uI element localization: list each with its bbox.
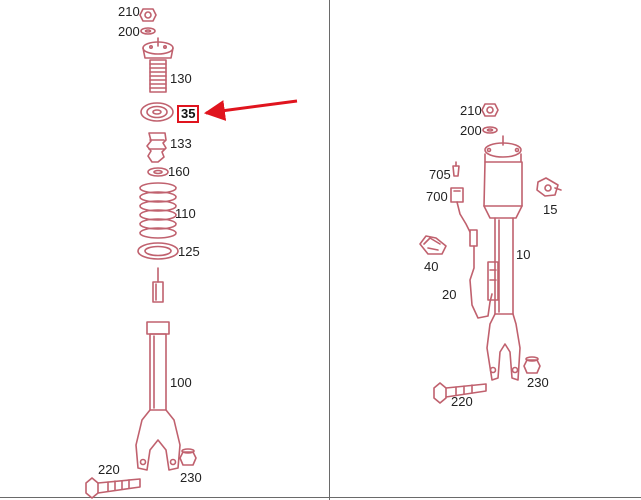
nut-210-left — [139, 8, 157, 22]
nut-210-right — [481, 103, 499, 117]
nut-230-left — [179, 448, 197, 466]
label-700: 700 — [426, 189, 448, 204]
nut-230-right — [523, 356, 541, 374]
label-705: 705 — [429, 167, 451, 182]
frame-bottom-line — [0, 497, 641, 498]
coil-spring-110 — [139, 182, 177, 239]
cable-20 — [469, 229, 499, 319]
spring-seat-125 — [137, 242, 179, 260]
label-220-right: 220 — [451, 394, 473, 409]
label-130: 130 — [170, 71, 192, 86]
label-200-right: 200 — [460, 123, 482, 138]
air-strut-10 — [483, 135, 523, 381]
label-15: 15 — [543, 202, 558, 217]
sensor-700 — [450, 187, 471, 233]
washer-200-left — [140, 27, 156, 35]
bolt-220-right — [433, 382, 487, 404]
washer-200-right — [482, 126, 498, 134]
strut-mount-130 — [142, 37, 174, 93]
clip-40 — [419, 235, 447, 255]
label-100: 100 — [170, 375, 192, 390]
label-160: 160 — [168, 164, 190, 179]
spring-pad-160 — [147, 167, 169, 177]
highlight-arrow — [203, 99, 298, 121]
bump-stop-133 — [146, 132, 167, 163]
label-230-left: 230 — [180, 470, 202, 485]
label-133: 133 — [170, 136, 192, 151]
label-40: 40 — [424, 259, 439, 274]
panel-divider — [329, 0, 330, 500]
label-210-right: 210 — [460, 103, 482, 118]
label-230-right: 230 — [527, 375, 549, 390]
bolt-220-left — [85, 477, 141, 499]
label-10: 10 — [516, 247, 531, 262]
label-20: 20 — [442, 287, 457, 302]
label-200-left: 200 — [118, 24, 140, 39]
valve-15 — [536, 177, 562, 197]
label-125: 125 — [178, 244, 200, 259]
label-35-highlighted[interactable]: 35 — [177, 105, 200, 123]
shock-absorber-100 — [135, 267, 181, 471]
connector-705 — [452, 161, 460, 177]
label-210-left: 210 — [118, 4, 140, 19]
label-220-left: 220 — [98, 462, 120, 477]
label-110: 110 — [175, 206, 196, 221]
spring-seat-35 — [140, 102, 174, 122]
